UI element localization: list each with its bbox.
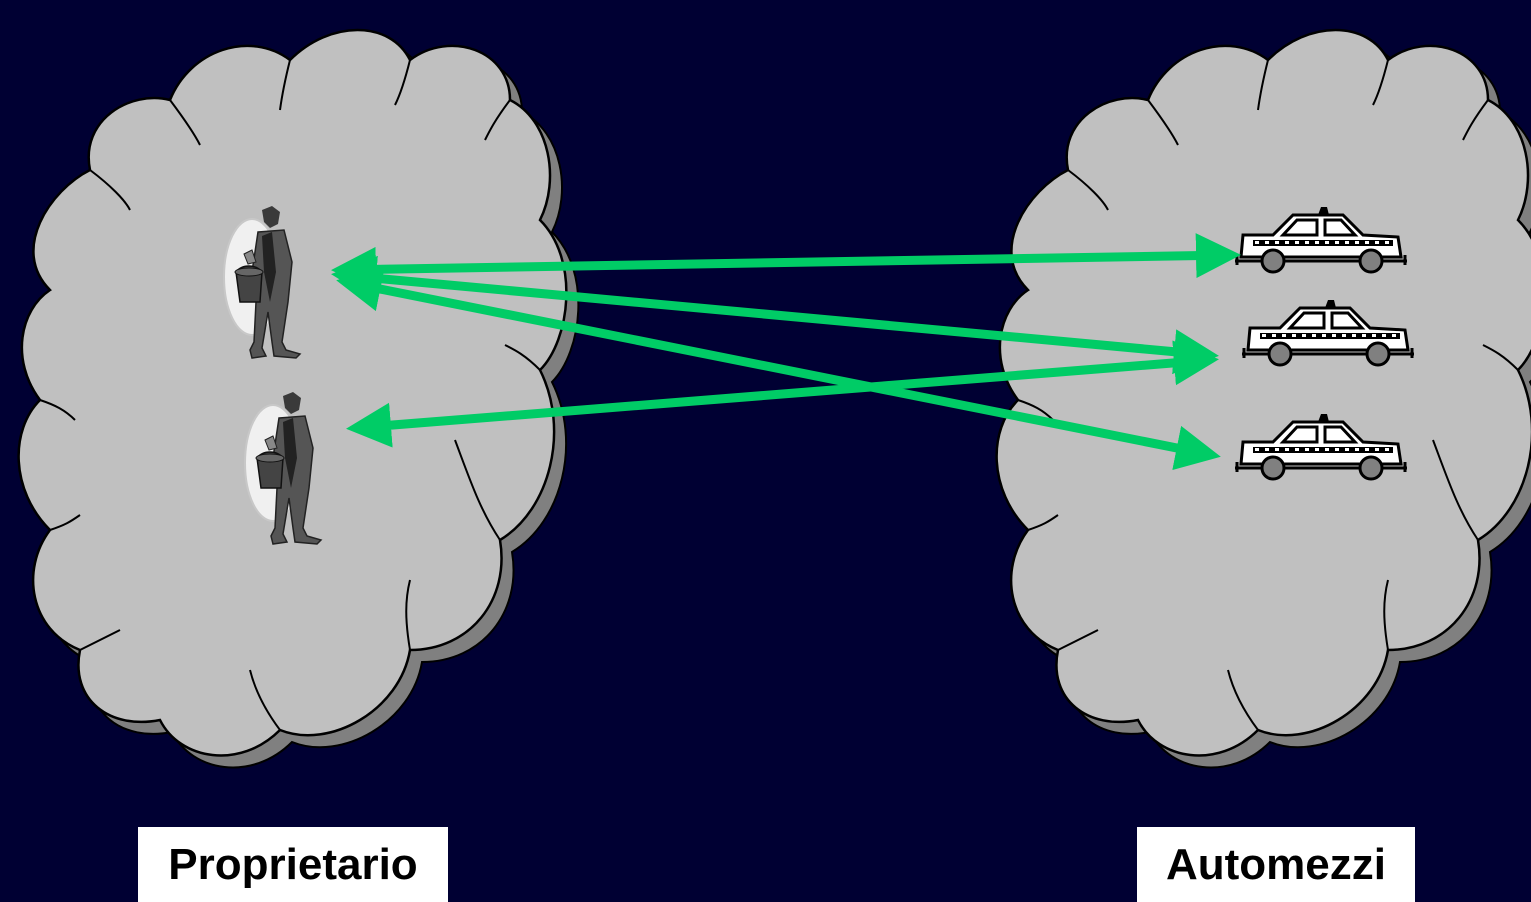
vehicle-set-label: Automezzi: [1137, 827, 1415, 902]
vehicle-set-cloud: [997, 30, 1531, 767]
owner-set-label: Proprietario: [138, 827, 448, 902]
